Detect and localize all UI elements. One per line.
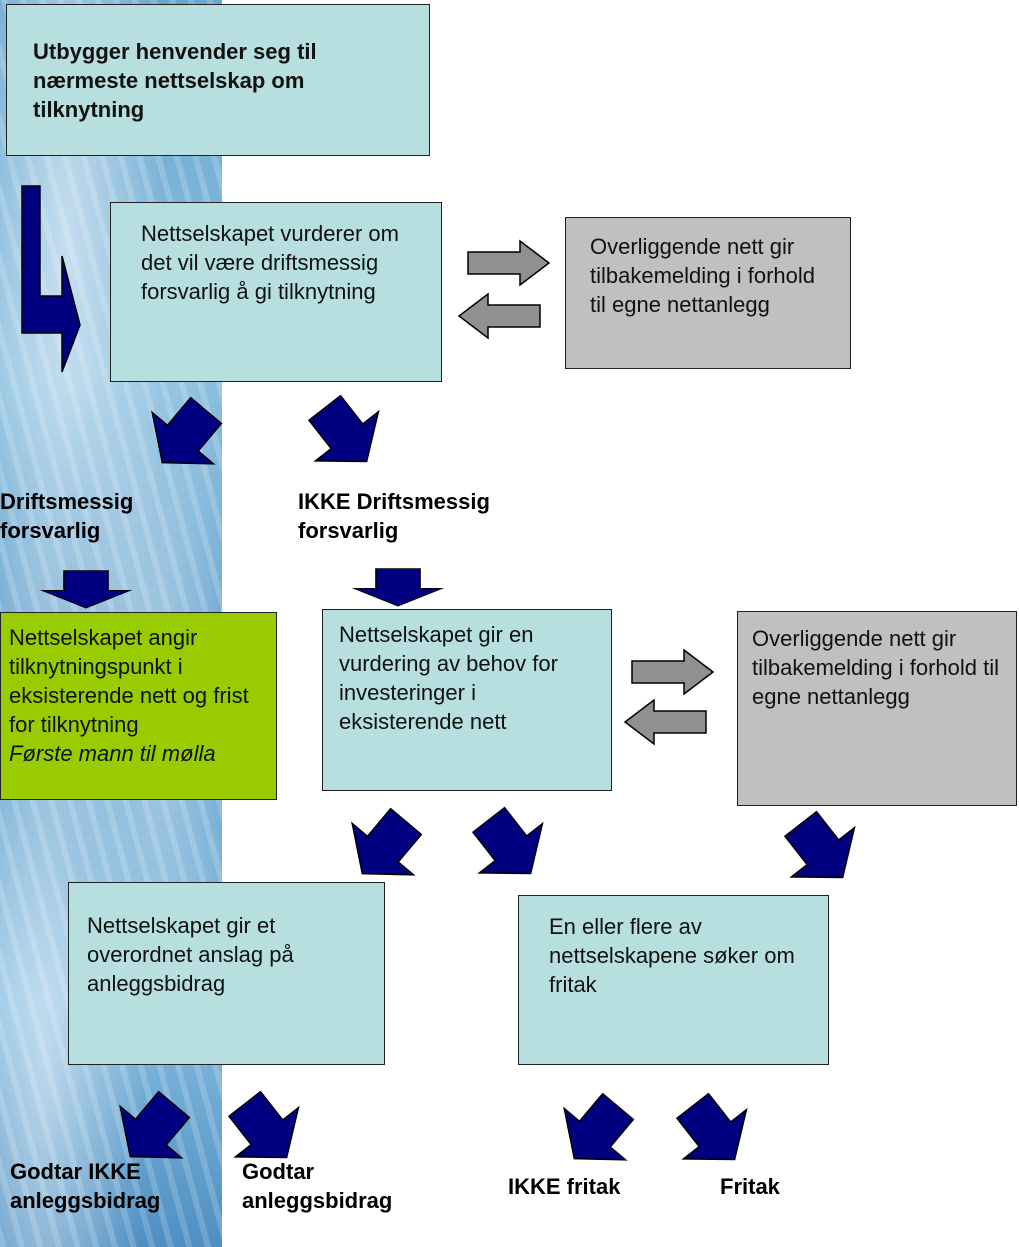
connection-point-note: Første mann til mølla <box>9 741 216 766</box>
down-arrow-icon <box>542 1080 650 1186</box>
down-arrow-icon <box>41 569 131 609</box>
start-box: Utbygger henvender seg til nærmeste nett… <box>6 4 430 156</box>
exchange-right-arrow-icon <box>467 240 550 286</box>
exchange-left-arrow-icon <box>624 699 707 745</box>
label-reject-contribution: Godtar IKKE anleggsbidrag <box>10 1159 161 1213</box>
connection-point-box: Nettselskapet angir tilknytningspunkt i … <box>0 612 277 800</box>
label-not-responsible: IKKE Driftsmessig forsvarlig <box>298 489 490 543</box>
down-arrow-icon <box>660 1080 767 1185</box>
down-arrow-icon <box>456 794 563 899</box>
investment-need-text: Nettselskapet gir en vurdering av behov … <box>339 622 558 734</box>
label-exemption: Fritak <box>720 1174 780 1199</box>
exchange-right-arrow-icon <box>631 649 714 695</box>
upper-net-text-2: Overliggende nett gir tilbakemelding i f… <box>752 626 1000 709</box>
exemption-apply-text: En eller flere av nettselskapene søker o… <box>549 914 795 997</box>
assess-box: Nettselskapet vurderer om det vil være d… <box>110 202 442 382</box>
investment-need-box: Nettselskapet gir en vurdering av behov … <box>322 609 612 791</box>
down-arrow-icon <box>353 567 443 607</box>
label-no-exemption: IKKE fritak <box>508 1174 621 1199</box>
exchange-left-arrow-icon <box>458 293 541 339</box>
exemption-apply-box: En eller flere av nettselskapene søker o… <box>518 895 829 1065</box>
upper-net-text-1: Overliggende nett gir tilbakemelding i f… <box>590 234 816 317</box>
upper-net-box-2: Overliggende nett gir tilbakemelding i f… <box>737 611 1017 806</box>
down-arrow-icon <box>292 382 399 487</box>
connection-point-text: Nettselskapet angir tilknytningspunkt i … <box>9 625 249 737</box>
l-arrow-icon <box>21 185 81 373</box>
label-accept-contribution: Godtar anleggsbidrag <box>242 1159 393 1213</box>
start-text: Utbygger henvender seg til nærmeste nett… <box>33 39 317 122</box>
contribution-estimate-text: Nettselskapet gir et overordnet anslag p… <box>87 913 294 996</box>
assess-text: Nettselskapet vurderer om det vil være d… <box>141 221 399 304</box>
down-arrow-icon <box>130 384 238 490</box>
down-arrow-icon <box>768 798 875 903</box>
label-responsible: Driftsmessig forsvarlig <box>0 489 134 543</box>
upper-net-box-1: Overliggende nett gir tilbakemelding i f… <box>565 217 851 369</box>
contribution-estimate-box: Nettselskapet gir et overordnet anslag p… <box>68 882 385 1065</box>
